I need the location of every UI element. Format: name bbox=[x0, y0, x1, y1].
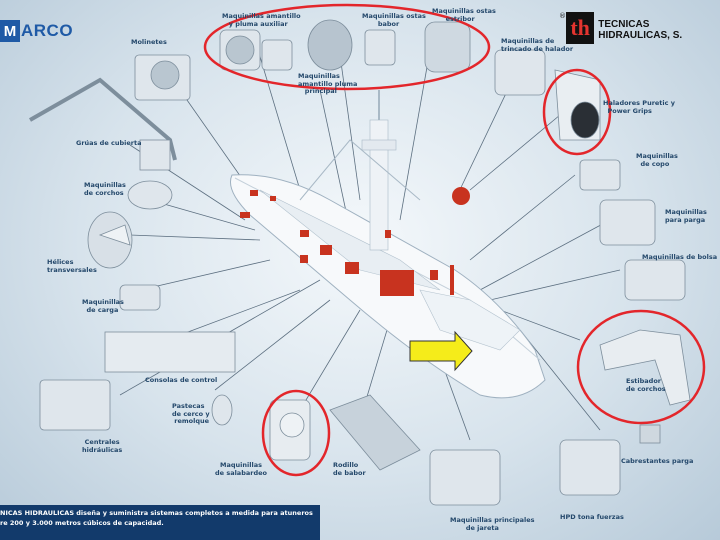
tecnicas-logo: ® th TECNICAS HIDRAULICAS, S. bbox=[559, 12, 720, 44]
footer-line-2: re 200 y 3.000 metros cúbicos de capacid… bbox=[0, 519, 164, 527]
marco-logo-text: ARCO bbox=[21, 21, 74, 40]
label-haladores: Haladores Puretic y Power Grips bbox=[603, 99, 675, 115]
label-maquinillas-amantillo: Maquinillas amantillo y pluma auxiliar bbox=[222, 12, 301, 28]
highlight-arrow bbox=[409, 330, 473, 372]
label-maquinillas-copo: Maquinillas de copo bbox=[636, 152, 678, 168]
highlight-ellipses bbox=[203, 3, 706, 477]
label-maquinillas-trincado: Maquinillas de trincado de halador bbox=[501, 37, 574, 53]
label-consolas: Consolas de control bbox=[145, 376, 218, 384]
registered-mark: ® bbox=[559, 12, 566, 20]
label-pastecas: Pastecas de cerco y remolque bbox=[172, 402, 210, 425]
label-maquinillas-bolsa: Maquinillas de bolsa bbox=[642, 253, 718, 261]
footer-line-1: NICAS HIDRAULICAS diseña y suministra si… bbox=[0, 509, 313, 517]
label-estibador: Estibador de corchos bbox=[626, 377, 666, 393]
label-maquinillas-ostas-estribor: Maquinillas ostas estribor bbox=[432, 7, 496, 23]
footer-banner: NICAS HIDRAULICAS diseña y suministra si… bbox=[0, 505, 320, 540]
label-maquinillas-parga: Maquinillas para parga bbox=[665, 208, 707, 224]
equipment bbox=[29, 19, 691, 506]
label-helices: Hélices transversales bbox=[47, 258, 97, 274]
label-maquinillas-carga: Maquinillas de carga bbox=[82, 298, 124, 314]
label-maquinillas-pluma: Maquinillas amantillo pluma principal bbox=[298, 72, 358, 95]
marco-logo-letter: M bbox=[0, 20, 20, 42]
label-maquinillas-jareta: Maquinillas principales de jareta bbox=[450, 516, 535, 532]
label-hpd: HPD tona fuerzas bbox=[560, 513, 624, 521]
marco-logo: M ARCO bbox=[0, 18, 73, 44]
label-maquinillas-salabardeo: Maquinillas de salabardeo bbox=[215, 461, 267, 477]
vessel bbox=[230, 90, 546, 399]
label-maquinillas-ostas-babor: Maquinillas ostas babor bbox=[362, 12, 426, 28]
th-logo-mark: th bbox=[566, 12, 595, 44]
label-rodillo: Rodillo de babor bbox=[333, 461, 366, 477]
label-molinetes: Molinetes bbox=[131, 38, 167, 46]
label-gruas: Grúas de cubierta bbox=[76, 139, 142, 147]
label-centrales: Centrales hidráulicas bbox=[82, 438, 123, 454]
label-maquinillas-corchos: Maquinillas de corchos bbox=[84, 181, 126, 197]
label-cabrestantes: Cabrestantes parga bbox=[621, 457, 694, 465]
tecnicas-logo-name: TECNICAS HIDRAULICAS, S. bbox=[598, 19, 683, 41]
